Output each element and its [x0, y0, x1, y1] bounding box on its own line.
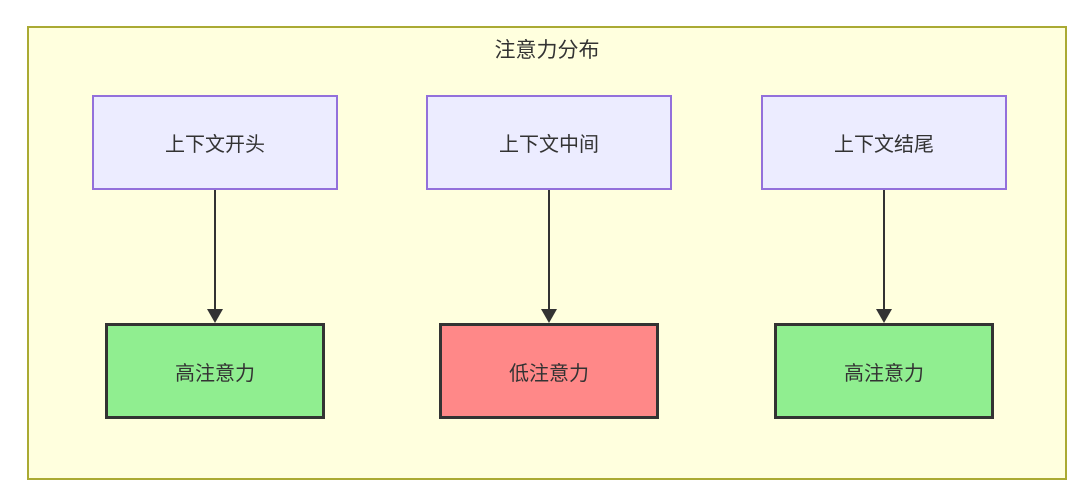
node-high-attention-right-label: 高注意力	[844, 362, 924, 385]
node-context-middle-label: 上下文中间	[499, 134, 599, 156]
node-low-attention-label: 低注意力	[509, 362, 589, 385]
arrow-line	[883, 190, 885, 310]
arrow-line	[548, 190, 550, 310]
arrow-head-icon	[876, 309, 892, 323]
node-context-end-label: 上下文结尾	[834, 134, 934, 156]
arrow-start-to-high	[207, 190, 223, 323]
node-context-start-label: 上下文开头	[165, 134, 265, 156]
arrow-middle-to-low	[541, 190, 557, 323]
node-high-attention-right: 高注意力	[774, 323, 994, 419]
node-context-end: 上下文结尾	[761, 95, 1007, 190]
attention-distribution-group: 注意力分布 上下文开头 高注意力 上下文中间 低注意力 上下文结尾	[27, 26, 1067, 480]
arrow-head-icon	[207, 309, 223, 323]
diagram-title: 注意力分布	[494, 39, 600, 62]
arrow-end-to-high	[876, 190, 892, 323]
node-high-attention-left: 高注意力	[105, 323, 325, 419]
node-high-attention-left-label: 高注意力	[175, 362, 255, 385]
node-low-attention: 低注意力	[439, 323, 659, 419]
node-context-middle: 上下文中间	[426, 95, 672, 190]
arrow-head-icon	[541, 309, 557, 323]
node-context-start: 上下文开头	[92, 95, 338, 190]
arrow-line	[214, 190, 216, 310]
